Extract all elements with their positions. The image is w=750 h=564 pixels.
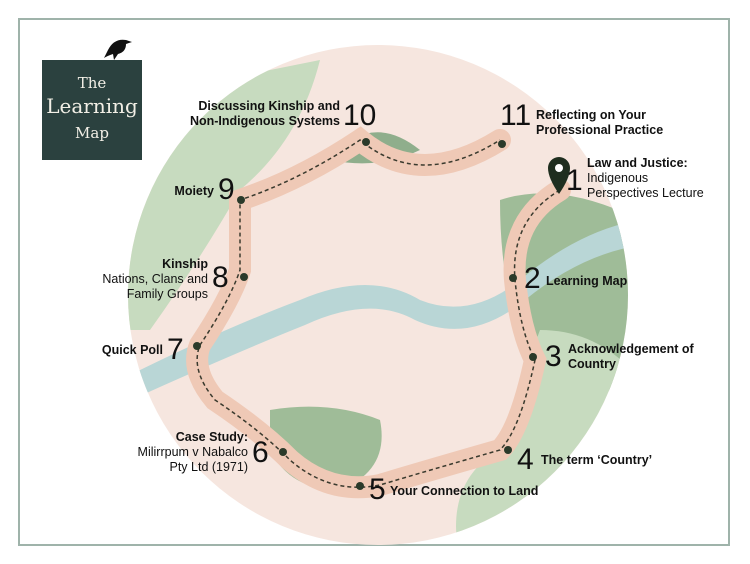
logo: The Learning Map [42,60,142,160]
station-2[interactable]: Learning Map [546,274,628,288]
station-number-2: 2 [524,262,541,295]
border-frame [18,18,730,546]
station-number-4: 4 [517,443,534,476]
station-number-9: 9 [218,173,235,206]
station-4[interactable]: The term ‘Country’ [541,453,653,467]
station-number-3: 3 [545,340,562,373]
station-1[interactable]: Law and Justice:Indigenous Perspectives … [587,156,704,200]
station-10[interactable]: Discussing Kinship and Non-Indigenous Sy… [189,99,340,128]
station-6[interactable]: Case Study:Milirrpum v Nabalco Pty Ltd (… [137,430,248,474]
station-number-5: 5 [369,473,386,506]
crow-icon [104,39,132,60]
station-number-11: 11 [500,99,532,132]
station-7[interactable]: Quick Poll [101,343,163,357]
station-dots [193,138,537,490]
station-number-7: 7 [167,333,184,366]
station-number-10: 10 [343,99,377,132]
station-number-8: 8 [212,261,229,294]
station-5[interactable]: Your Connection to Land [390,484,539,498]
station-9[interactable]: Moiety [174,184,214,198]
location-pin-icon [548,157,570,194]
station-3[interactable]: Acknowledgement of Country [568,342,694,371]
station-number-6: 6 [252,436,269,469]
station-number-1: 1 [566,164,583,197]
station-11[interactable]: Reflecting on Your Professional Practice [536,108,664,137]
river [128,220,628,405]
